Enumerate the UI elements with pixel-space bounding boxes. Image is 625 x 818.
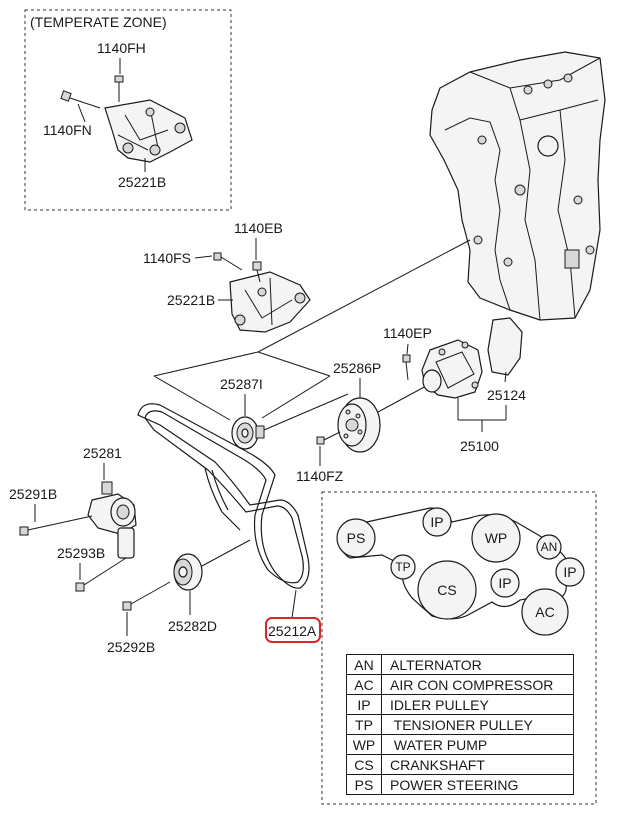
pulley-an: AN bbox=[536, 534, 562, 560]
idler-pulley-25287i bbox=[231, 416, 265, 450]
bolt-25293b bbox=[75, 557, 127, 592]
bolt-1140ep bbox=[402, 354, 411, 381]
label-1140ep: 1140EP bbox=[383, 325, 432, 341]
highlight-25212a bbox=[265, 617, 321, 643]
svg-text:AC: AC bbox=[535, 604, 554, 620]
leader-engine-bracket bbox=[257, 239, 471, 353]
label-1140eb: 1140EB bbox=[234, 220, 283, 236]
label-25287i: 25287I bbox=[220, 376, 263, 392]
legend-row-tp: TP TENSIONER PULLEY bbox=[346, 714, 574, 735]
temperate-zone-title: (TEMPERATE ZONE) bbox=[30, 14, 167, 30]
label-1140fh-inset: 1140FH bbox=[97, 40, 146, 56]
label-1140fz: 1140FZ bbox=[296, 468, 344, 484]
legend-row-wp: WP WATER PUMP bbox=[346, 734, 574, 755]
legend-code: PS bbox=[346, 774, 382, 795]
inset-bolt-1140fn bbox=[60, 90, 101, 109]
temperate-zone-box bbox=[24, 9, 232, 211]
legend-code: IP bbox=[346, 694, 382, 715]
leader-bracket-frame bbox=[153, 351, 259, 377]
pulley-ip-right: IP bbox=[555, 557, 585, 587]
svg-text:IP: IP bbox=[563, 564, 576, 580]
bracket-25221b bbox=[229, 271, 311, 333]
pulley-ip-top: IP bbox=[422, 507, 452, 537]
idler-pulley-25282d bbox=[173, 553, 203, 591]
pulley-tp: TP bbox=[390, 554, 416, 580]
label-25282d: 25282D bbox=[168, 618, 217, 634]
pulley-wp: WP bbox=[471, 513, 521, 563]
bolt-1140eb bbox=[252, 261, 262, 283]
legend-description: TENSIONER PULLEY bbox=[381, 714, 574, 735]
pulley-ps: PS bbox=[336, 518, 376, 558]
legend-description: ALTERNATOR bbox=[381, 654, 574, 675]
label-25221b: 25221B bbox=[167, 292, 215, 308]
legend-description: WATER PUMP bbox=[381, 734, 574, 755]
label-25281: 25281 bbox=[83, 445, 122, 461]
svg-text:CS: CS bbox=[437, 582, 456, 598]
label-25291b: 25291B bbox=[9, 486, 57, 502]
svg-text:AN: AN bbox=[541, 540, 558, 554]
svg-text:TP: TP bbox=[395, 560, 410, 574]
label-25286p: 25286P bbox=[333, 360, 381, 376]
inset-bracket-25221b bbox=[104, 99, 193, 163]
svg-text:WP: WP bbox=[485, 530, 508, 546]
bolt-1140fs bbox=[213, 252, 243, 271]
legend-code: AN bbox=[346, 654, 382, 675]
water-pump-25100 bbox=[421, 339, 483, 399]
label-1140fn-inset: 1140FN bbox=[43, 122, 92, 138]
belt-routing-box bbox=[321, 491, 597, 805]
legend-description: IDLER PULLEY bbox=[381, 694, 574, 715]
inset-bolt-1140fh bbox=[114, 75, 124, 102]
legend-description: CRANKSHAFT bbox=[381, 754, 574, 775]
label-1140fs: 1140FS bbox=[143, 250, 191, 266]
label-25100: 25100 bbox=[460, 438, 499, 454]
legend-description: POWER STEERING bbox=[381, 774, 574, 795]
label-25292b: 25292B bbox=[107, 639, 155, 655]
svg-text:IP: IP bbox=[430, 514, 443, 530]
svg-text:IP: IP bbox=[498, 575, 511, 591]
label-25124: 25124 bbox=[487, 387, 526, 403]
gasket-25124 bbox=[487, 317, 523, 376]
pulley-ip-middle: IP bbox=[490, 568, 520, 598]
water-pump-pulley-25286p bbox=[337, 397, 381, 453]
engine-block bbox=[429, 51, 606, 321]
svg-text:PS: PS bbox=[347, 530, 366, 546]
bolt-25292b bbox=[122, 581, 171, 611]
pulley-ac: AC bbox=[521, 588, 569, 636]
label-25293b: 25293B bbox=[57, 545, 105, 561]
legend-code: AC bbox=[346, 674, 382, 695]
legend-code: CS bbox=[346, 754, 382, 775]
legend-description: AIR CON COMPRESSOR bbox=[381, 674, 574, 695]
tensioner-assembly-25281 bbox=[87, 481, 137, 559]
label-25221b-inset: 25221B bbox=[118, 174, 166, 190]
bolt-1140fz bbox=[316, 431, 341, 445]
drive-belt-25212a bbox=[137, 403, 310, 589]
label-25212a: 25212A bbox=[268, 623, 317, 639]
bolt-25291b bbox=[19, 515, 93, 536]
pulley-cs: CS bbox=[417, 560, 477, 620]
legend-code: WP bbox=[346, 734, 382, 755]
legend-code: TP bbox=[346, 714, 382, 735]
